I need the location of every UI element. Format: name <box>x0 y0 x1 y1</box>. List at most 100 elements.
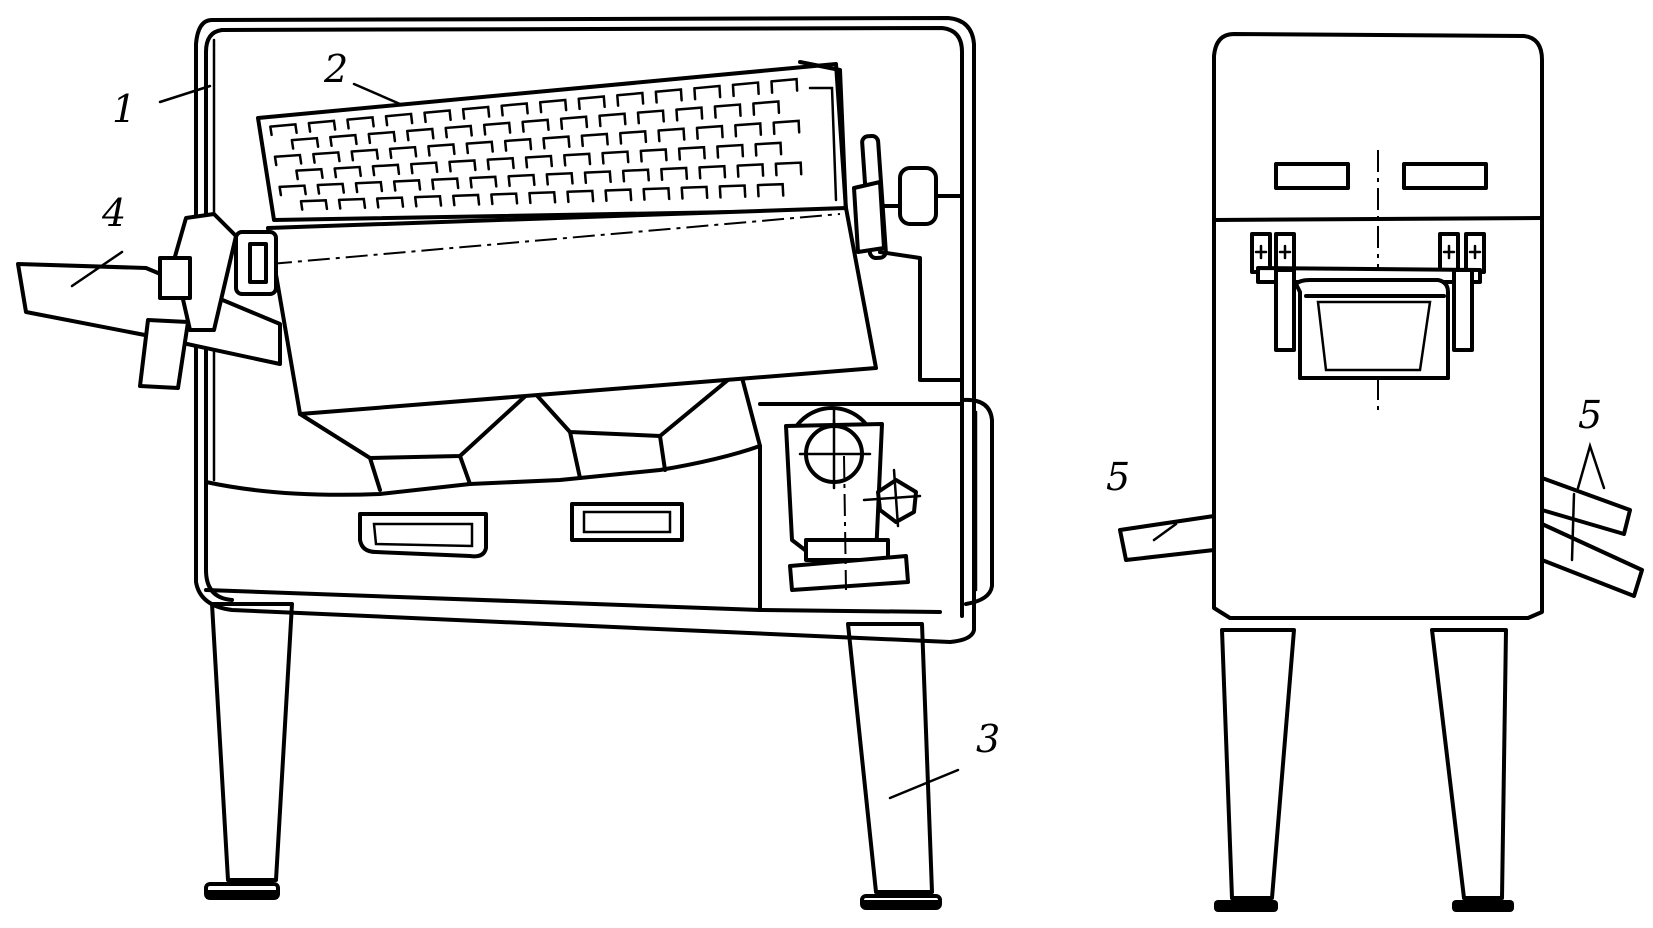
drum-grid-cell <box>774 161 803 177</box>
drum-grid-cell <box>736 163 765 178</box>
drum-grid-cell <box>521 118 550 133</box>
drum-grid-cell <box>577 95 606 111</box>
drum-grid-cell <box>545 171 574 186</box>
drum-grid-cell <box>392 179 422 192</box>
drum-grid-cell <box>598 112 627 128</box>
side-leg-right <box>1430 628 1514 912</box>
drum-grid-cell <box>329 133 358 147</box>
drum-grid-cell <box>542 135 571 150</box>
drum-grid-cell <box>616 91 645 107</box>
front-leg-right <box>846 622 942 910</box>
drawer-handle-right <box>570 502 684 542</box>
drum-grid-cell <box>295 167 324 181</box>
drum-grid-cell <box>333 165 362 179</box>
drum-grid-cell <box>636 109 665 125</box>
drum-grid-cell <box>639 148 668 163</box>
drum-grid-cell <box>642 186 671 201</box>
label-leg: 3 <box>976 717 1000 761</box>
drum-grid-cell <box>713 103 742 119</box>
drum-grid-cell <box>507 173 536 188</box>
drum-grid-cell <box>367 130 397 145</box>
slot-left <box>1274 162 1350 190</box>
drum-grid-cell <box>409 161 439 175</box>
drum-grid-cell <box>307 119 337 133</box>
label-housing: 1 <box>112 87 136 131</box>
drum-grid-cell <box>734 122 763 138</box>
drum-grid-cell <box>482 121 512 136</box>
drum-grid-cell <box>752 100 781 116</box>
side-leg-left <box>1214 628 1296 912</box>
drum-grid-cell <box>500 102 529 117</box>
side-view: 5 5 <box>1106 32 1644 912</box>
motor <box>784 406 922 592</box>
drum-grid-cell <box>618 130 648 145</box>
side-lever-left <box>1118 514 1216 562</box>
drum-grid-cell <box>423 109 452 124</box>
drum-grid-cell <box>693 84 722 101</box>
drum-grid-cell <box>316 182 346 195</box>
pulley <box>852 133 964 382</box>
drum-grid-cell <box>312 151 341 164</box>
side-lever-right <box>1540 441 1644 598</box>
drum-grid-cell <box>524 154 554 169</box>
drum-grid-cell <box>469 175 498 189</box>
drum-grid-cell <box>772 119 801 136</box>
drum-grid-cell <box>566 189 595 204</box>
drum-grid-cell <box>465 140 494 155</box>
drum-grid-cell <box>716 143 745 159</box>
drum-grid-cell <box>563 152 592 167</box>
drum-grid-cell <box>299 199 329 211</box>
drum-grid-cell <box>273 153 303 167</box>
drum-grid-cell <box>269 123 298 137</box>
side-body <box>1212 32 1544 620</box>
label-handle: 4 <box>101 191 126 235</box>
drum-grid-cell <box>731 81 760 98</box>
drum-grid-cell <box>754 141 783 157</box>
label-side-right: 5 <box>1578 393 1602 437</box>
drum-grid-cell <box>371 163 401 177</box>
drum-grid-cell <box>680 185 709 200</box>
drum <box>256 60 848 222</box>
drum-grid-cell <box>528 190 557 205</box>
drum-grid-cell <box>384 112 414 127</box>
drum-grid-cell <box>427 143 456 157</box>
drum-grid-cell <box>654 88 683 104</box>
drum-grid-cell <box>580 132 609 148</box>
label-drum: 2 <box>323 47 348 91</box>
slot-right <box>1402 162 1488 190</box>
drawer-handle-left <box>358 512 488 559</box>
drum-grid-cell <box>350 148 380 162</box>
drum-grid-cell <box>604 188 633 202</box>
drum-grid-cell <box>413 195 443 208</box>
drum-grid-cell <box>559 115 589 131</box>
drum-grid-cell <box>538 98 568 114</box>
drum-grid-cell <box>660 166 689 181</box>
drum-grid-cell <box>677 145 706 161</box>
drum-grid-cell <box>601 150 630 165</box>
drum-grid-cell <box>290 136 320 150</box>
front-view: 1 2 4 3 <box>16 16 1000 910</box>
drum-grid-cell <box>621 168 650 183</box>
housing <box>194 16 976 644</box>
tray <box>266 206 878 416</box>
drum-grid-cell <box>675 106 704 122</box>
drum-grid-cell <box>490 192 519 206</box>
label-side-left: 5 <box>1106 455 1130 499</box>
drum-grid-cell <box>461 105 491 120</box>
drum-grid-cell <box>337 197 367 210</box>
drum-grid-cell <box>354 180 384 194</box>
drum-grid-cell <box>375 196 405 209</box>
drum-grid-cell <box>444 124 473 139</box>
drum-grid-cell <box>695 124 724 140</box>
handle-arm <box>16 212 282 390</box>
drum-grid-cell <box>405 127 435 142</box>
drum-grid-cell <box>770 77 799 94</box>
drum-grid-cell <box>431 177 460 191</box>
drum-grid-cell <box>657 127 686 143</box>
drum-grid-cell <box>448 159 477 173</box>
drum-grid-cell <box>486 156 515 171</box>
drum-grid-cell <box>452 193 481 207</box>
drum-grid-cell <box>698 164 727 180</box>
drum-grid-cell <box>503 137 533 152</box>
